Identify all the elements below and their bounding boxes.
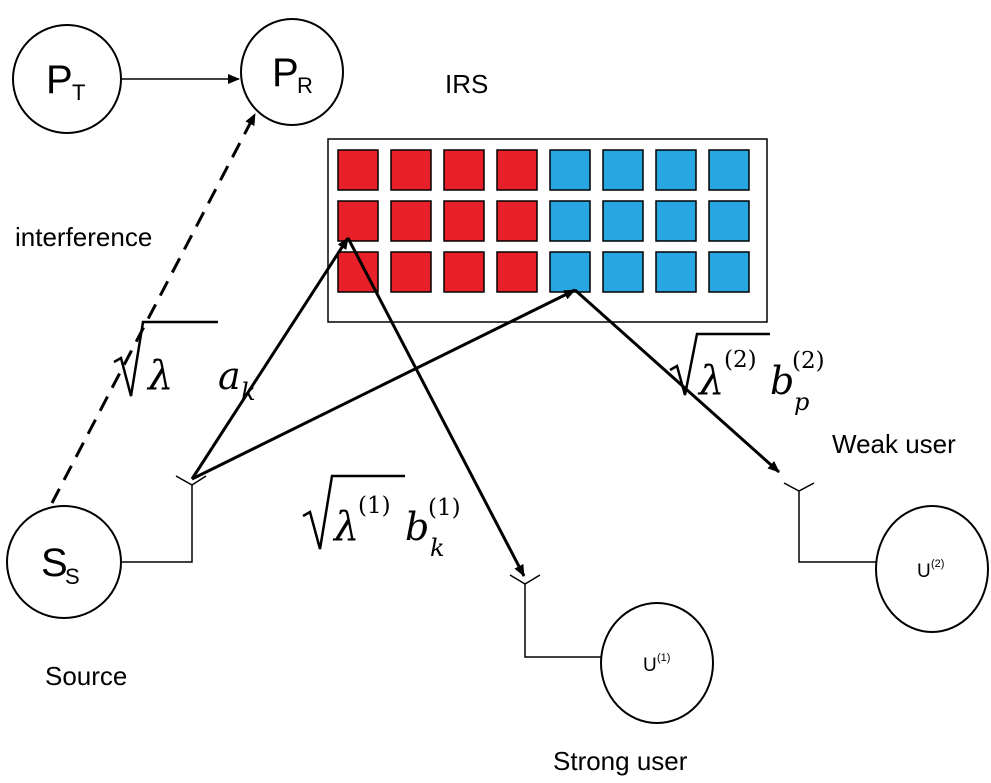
source-coefficient-formula: λ a k xyxy=(113,320,256,406)
interference-link xyxy=(50,113,257,504)
strong-user-antenna xyxy=(509,574,601,658)
source-coef-symbol: a xyxy=(218,354,241,398)
irs-element-red xyxy=(496,200,538,242)
interference-label: interference xyxy=(15,222,152,252)
irs-element-blue xyxy=(655,149,697,191)
irs-to-strong-user-link xyxy=(346,237,526,577)
irs-element-red xyxy=(390,149,432,191)
irs-element-blue xyxy=(708,149,750,191)
weak-coef-symbol: b xyxy=(770,359,794,403)
strong-user-label: Strong user xyxy=(553,746,688,776)
weak-coef-radicand: λ xyxy=(697,358,724,404)
primary-receiver-node: P R xyxy=(240,18,344,126)
source-to-irs-red-link xyxy=(190,237,350,480)
irs-element-red xyxy=(337,200,379,242)
source-coef-sub: k xyxy=(241,378,256,406)
pt-main: P xyxy=(46,58,73,102)
strong-coef-sub: k xyxy=(430,534,445,562)
source-to-irs-blue-link xyxy=(191,288,576,481)
irs-element-blue xyxy=(708,251,750,293)
ss-sub: S xyxy=(65,564,80,589)
irs-element-red xyxy=(390,200,432,242)
source-label: Source xyxy=(45,661,127,691)
source-node: S S xyxy=(6,505,122,619)
pt-sub: T xyxy=(72,80,85,105)
irs-to-weak-user-link xyxy=(574,288,780,474)
strong-user-coefficient-formula: λ (1) b (1) k xyxy=(302,474,461,562)
strong-coef-radicand: λ xyxy=(332,504,359,550)
u1-main: U xyxy=(643,655,657,676)
strong-coef-radicand-sup: (1) xyxy=(358,493,391,519)
u2-main: U xyxy=(917,561,931,582)
strong-coef-sup: (1) xyxy=(428,495,461,521)
source-coef-radicand: λ xyxy=(146,353,173,399)
strong-user-node: U (1) xyxy=(600,602,714,724)
primary-transmitter-node: P T xyxy=(12,24,122,134)
weak-coef-sub: p xyxy=(794,388,809,416)
irs-panel xyxy=(327,138,768,323)
ss-main: S xyxy=(41,541,68,585)
irs-element-blue xyxy=(549,251,591,293)
weak-coef-radicand-sup: (2) xyxy=(724,347,757,373)
weak-user-antenna xyxy=(783,482,877,563)
pr-main: P xyxy=(272,51,299,95)
weak-user-label: Weak user xyxy=(832,429,956,459)
u2-sup: (2) xyxy=(931,558,944,570)
irs-element-red xyxy=(496,251,538,293)
irs-element-blue xyxy=(549,200,591,242)
irs-element-blue xyxy=(655,251,697,293)
irs-element-red xyxy=(443,200,485,242)
u1-sup: (1) xyxy=(657,652,670,664)
irs-element-red xyxy=(496,149,538,191)
strong-coef-symbol: b xyxy=(405,505,429,549)
irs-element-blue xyxy=(602,149,644,191)
irs-element-blue xyxy=(602,200,644,242)
irs-element-red xyxy=(337,149,379,191)
source-antenna xyxy=(121,475,207,563)
irs-element-blue xyxy=(549,149,591,191)
irs-element-red xyxy=(390,251,432,293)
irs-element-blue xyxy=(602,251,644,293)
pr-sub: R xyxy=(297,73,313,98)
irs-element-blue xyxy=(708,200,750,242)
weak-user-coefficient-formula: λ (2) b (2) p xyxy=(669,332,825,416)
irs-element-blue xyxy=(655,200,697,242)
weak-coef-sup: (2) xyxy=(792,348,825,374)
irs-label: IRS xyxy=(445,69,488,99)
weak-user-node: U (2) xyxy=(875,505,989,633)
irs-element-red xyxy=(443,149,485,191)
irs-element-red xyxy=(443,251,485,293)
